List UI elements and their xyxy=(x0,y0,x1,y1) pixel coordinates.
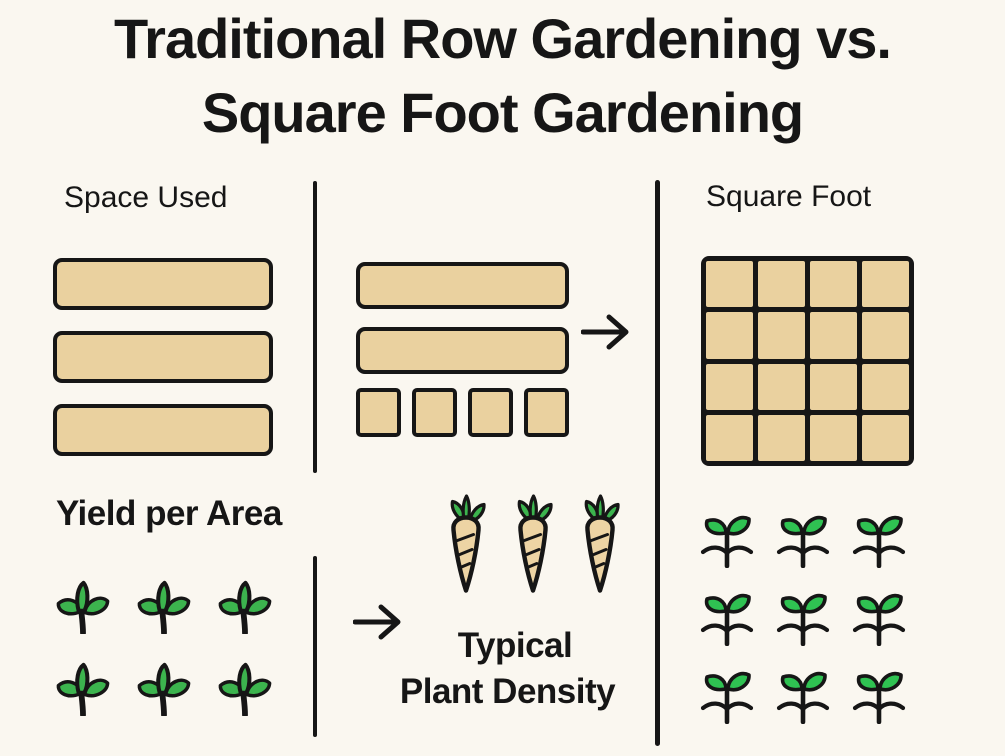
square-foot-yield-seedlings-group xyxy=(696,512,910,724)
arrow-right-icon xyxy=(353,604,401,640)
seedling-sprout-icon xyxy=(776,515,830,568)
square-foot-heading: Square Foot xyxy=(706,180,872,213)
square-foot-grid-cell xyxy=(758,261,805,308)
square-foot-grid-cell xyxy=(862,312,909,359)
typical-caption: Typical xyxy=(457,626,573,665)
square-foot-grid-cell xyxy=(810,414,857,461)
carrot-icon xyxy=(517,494,553,593)
plant-density-caption: Plant Density xyxy=(399,672,616,711)
leafy-plant-icon xyxy=(137,580,191,634)
square-foot-grid-cell xyxy=(810,261,857,308)
leafy-plant-icon xyxy=(218,580,272,634)
square-foot-grid xyxy=(701,256,914,466)
seedling-sprout-icon xyxy=(776,671,830,724)
seedling-sprout-icon xyxy=(852,515,906,568)
yield-per-area-heading: Yield per Area xyxy=(56,494,282,533)
garden-row-bed xyxy=(356,262,569,309)
square-foot-grid-cell xyxy=(862,261,909,308)
seedling-sprout-icon xyxy=(700,515,754,568)
seedling-sprout-icon xyxy=(852,593,906,646)
carrots-group xyxy=(443,492,623,596)
arrow-right-icon xyxy=(581,314,629,350)
leafy-plant-icon xyxy=(56,580,110,634)
divider-bottom-left xyxy=(313,556,317,737)
garden-row-bed xyxy=(356,327,569,374)
square-foot-grid-cell xyxy=(862,414,909,461)
seedling-sprout-icon xyxy=(852,671,906,724)
seedling-sprout-icon xyxy=(776,593,830,646)
divider-top-left xyxy=(313,181,317,473)
square-foot-grid-cell xyxy=(758,312,805,359)
divider-right xyxy=(655,180,660,746)
page-title-line-1: Traditional Row Gardening vs. xyxy=(114,7,892,70)
leafy-plant-icon xyxy=(56,662,110,716)
seedling-sprout-icon xyxy=(700,671,754,724)
page-title-line-2: Square Foot Gardening xyxy=(201,81,804,144)
garden-row-bed xyxy=(53,331,273,383)
square-foot-grid-cell xyxy=(810,363,857,410)
leafy-plant-icon xyxy=(218,662,272,716)
garden-row-bed xyxy=(53,404,273,456)
carrot-icon xyxy=(584,494,620,593)
square-foot-grid-cell xyxy=(706,261,753,308)
garden-square-bed xyxy=(468,388,513,437)
garden-row-bed xyxy=(53,258,273,310)
seedling-sprout-icon xyxy=(700,593,754,646)
square-foot-grid-cell xyxy=(706,414,753,461)
carrot-icon xyxy=(450,494,486,593)
garden-square-bed xyxy=(524,388,569,437)
square-foot-grid-cell xyxy=(706,363,753,410)
leafy-plant-icon xyxy=(137,662,191,716)
square-foot-grid-cell xyxy=(706,312,753,359)
square-foot-grid-cell xyxy=(758,363,805,410)
space-used-heading: Space Used xyxy=(64,181,228,214)
square-foot-grid-cell xyxy=(758,414,805,461)
transition-squares-group xyxy=(356,388,569,437)
garden-square-bed xyxy=(412,388,457,437)
square-foot-grid-cell xyxy=(810,312,857,359)
square-foot-grid-cell xyxy=(862,363,909,410)
traditional-rows-group xyxy=(53,258,273,456)
garden-square-bed xyxy=(356,388,401,437)
traditional-yield-plants-group xyxy=(52,578,276,716)
transition-rows-group xyxy=(356,262,569,374)
